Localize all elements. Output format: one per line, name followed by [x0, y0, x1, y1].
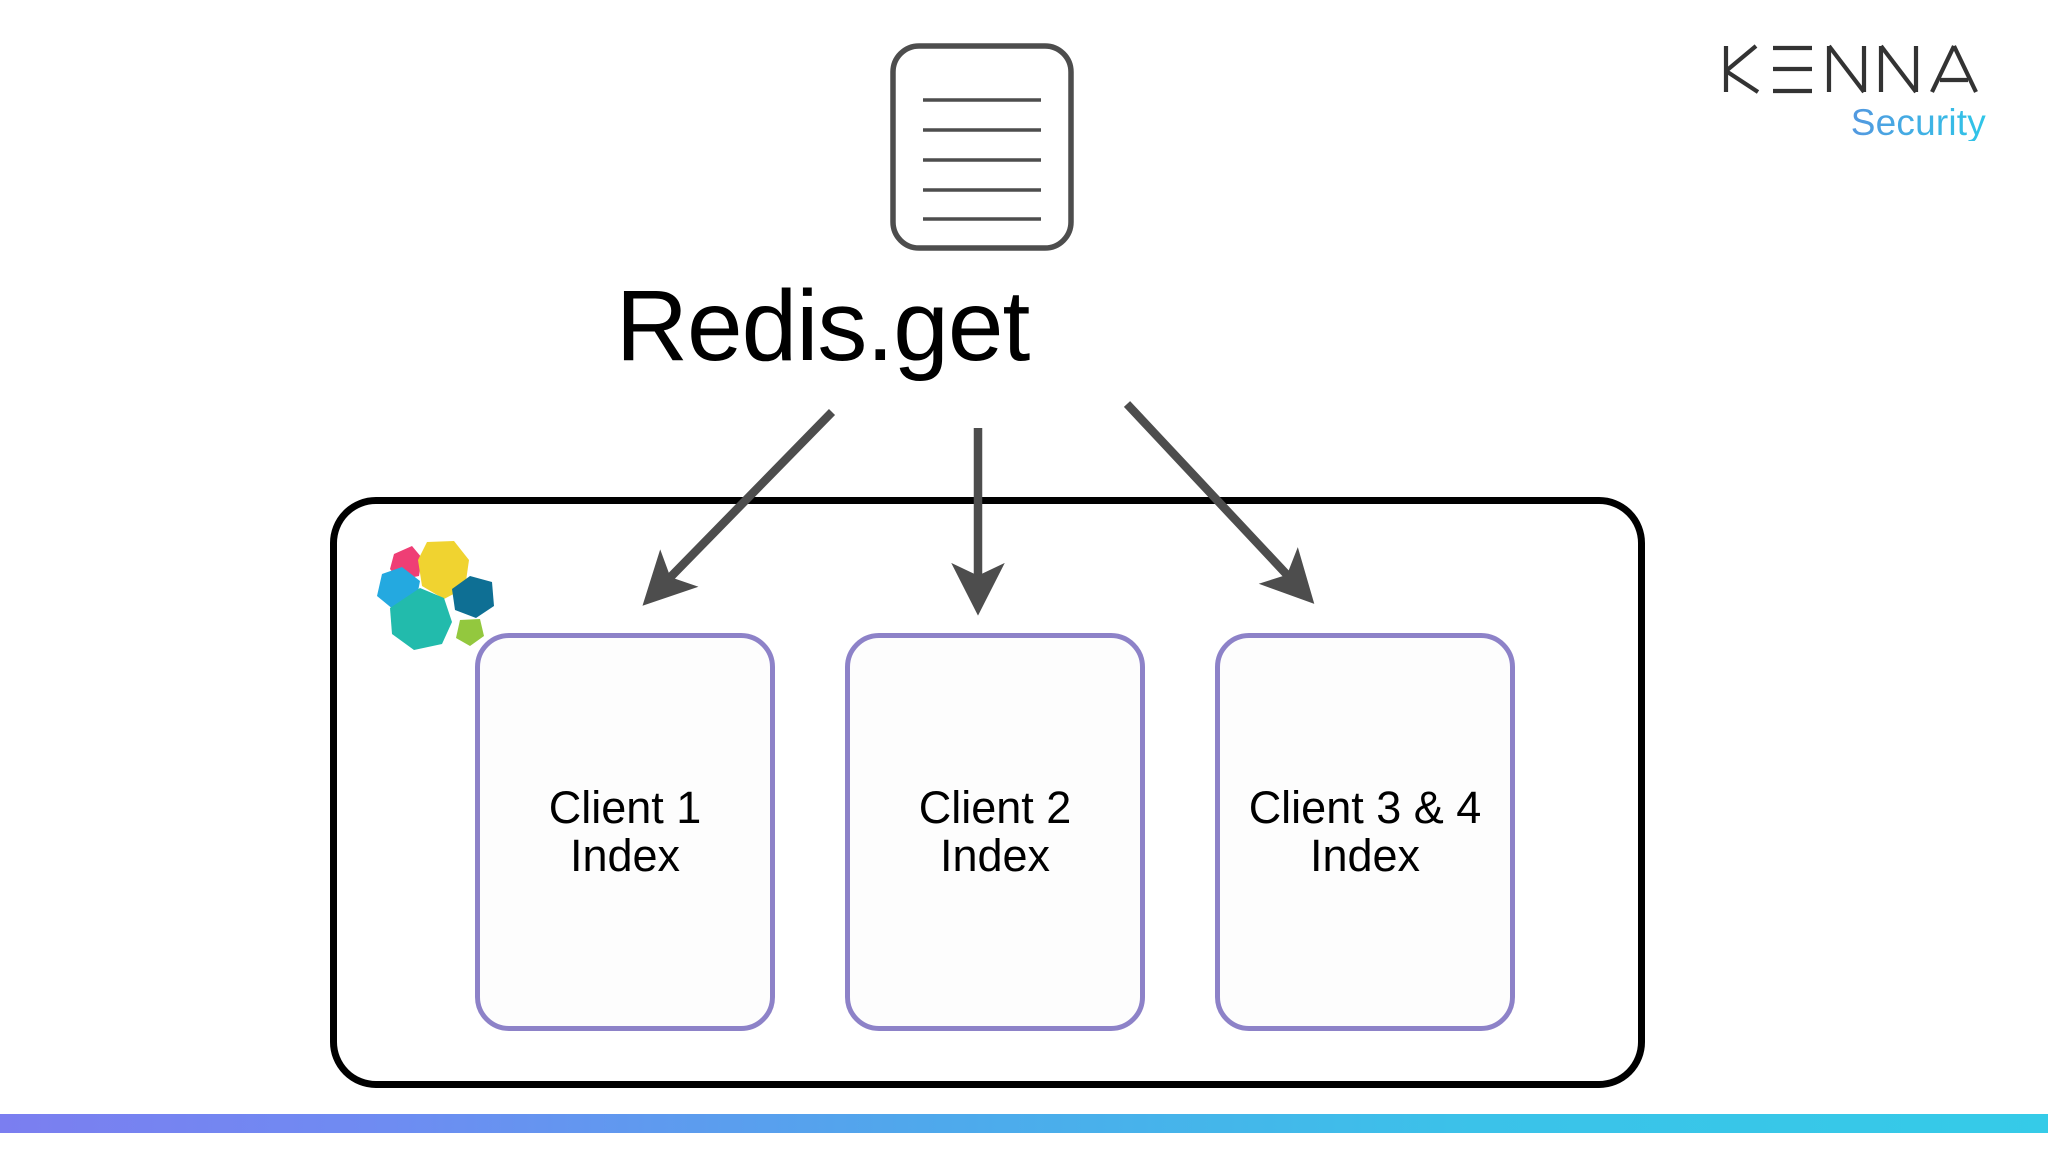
kenna-wordmark-icon [1723, 44, 1978, 94]
elasticsearch-cluster-container [330, 497, 1645, 1088]
client-1-index-box[interactable]: Client 1 Index [475, 633, 775, 1031]
client-2-index-label-line1: Client 2 [918, 782, 1072, 834]
client-3-4-index-box[interactable]: Client 3 & 4 Index [1215, 633, 1515, 1031]
client-1-index-label-line2: Index [569, 830, 681, 881]
kenna-security-logo: Security [1686, 38, 1986, 148]
client-3-4-index-label-line2: Index [1309, 830, 1421, 881]
client-3-4-index-label-line1: Client 3 & 4 [1248, 782, 1482, 834]
client-2-index-box[interactable]: Client 2 Index [845, 633, 1145, 1031]
client-1-index-label-line1: Client 1 [548, 782, 702, 834]
footer-gradient-bar [0, 1114, 2048, 1133]
brand-subtitle: Security [1686, 104, 1986, 141]
document-icon [890, 43, 1074, 251]
elasticsearch-logo-icon [377, 541, 494, 650]
client-2-index-label-line2: Index [939, 830, 1051, 881]
page-title: Redis.get [615, 270, 1030, 382]
client-index-row: Client 1 Index Client 2 Index Client 3 &… [475, 633, 1515, 1031]
